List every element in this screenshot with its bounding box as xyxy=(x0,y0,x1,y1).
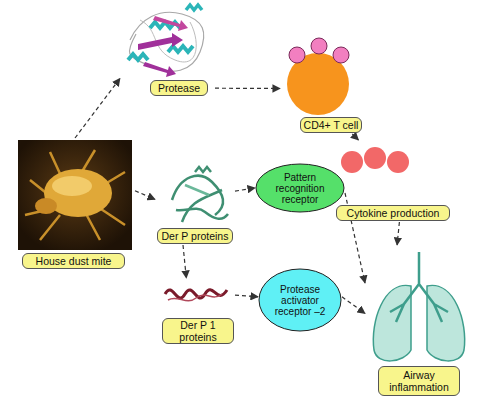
dashed-arrow xyxy=(235,188,255,191)
node-label: Der P 1 proteins xyxy=(165,319,231,343)
oval-shape xyxy=(256,164,344,212)
cell-receptor xyxy=(333,47,349,63)
protein-coil xyxy=(129,12,203,71)
node-label: House dust mite xyxy=(36,255,112,267)
der-p-structure xyxy=(172,167,228,222)
dashed-arrow xyxy=(215,88,280,90)
protease-structure xyxy=(128,5,204,77)
airway-tree xyxy=(390,252,448,322)
labelled-item: Airway inflammation xyxy=(365,245,472,397)
cytokine-dot xyxy=(387,151,409,173)
labelled-item: Protease xyxy=(120,0,215,98)
protein-helix xyxy=(195,167,211,172)
dashed-arrow xyxy=(235,295,258,297)
oval-text-box: Pattern recognition receptor xyxy=(255,163,345,213)
node-label: Cytokine production xyxy=(347,207,440,219)
mite-head xyxy=(35,198,57,214)
receptor-oval: Protease activator receptor –2 xyxy=(258,268,342,332)
node-label: CD4+ T cell xyxy=(304,119,359,131)
dashed-arrow xyxy=(352,134,358,140)
protein-helix xyxy=(168,46,193,52)
beta-strand xyxy=(143,62,176,77)
dashed-arrow xyxy=(397,222,399,245)
node-label: Airway inflammation xyxy=(381,369,457,393)
cytokine-dot xyxy=(364,147,386,169)
lungs-illustration xyxy=(373,252,464,361)
lung-lobe xyxy=(427,285,465,360)
beta-strand xyxy=(138,33,183,50)
label-pill: Cytokine production xyxy=(336,205,450,221)
oval-text-column: Pattern recognition receptor xyxy=(264,172,336,205)
label-pill: Airway inflammation xyxy=(378,366,460,396)
photo-background xyxy=(18,140,132,250)
receptor-oval: Pattern recognition receptor xyxy=(255,163,345,213)
mite-legs xyxy=(25,150,125,240)
mite-highlight xyxy=(52,176,92,196)
label-pill: House dust mite xyxy=(22,253,125,269)
dashed-arrow xyxy=(135,191,155,200)
oval-text-box: Protease activator receptor –2 xyxy=(258,268,342,332)
cell-receptor xyxy=(311,38,327,54)
protein-helix xyxy=(128,54,148,60)
cell-receptor xyxy=(289,47,305,63)
mite-photo xyxy=(18,140,132,250)
dashed-arrow xyxy=(75,78,120,138)
protein-ribbon xyxy=(176,209,228,219)
label-pill: Der P proteins xyxy=(157,228,233,244)
labelled-item: Der P 1 proteins xyxy=(160,278,235,335)
labelled-item: CD4+ T cell xyxy=(280,35,365,134)
node-label: Protease activator receptor –2 xyxy=(269,284,331,317)
dashed-arrow xyxy=(183,245,186,278)
labelled-item: House dust mite xyxy=(15,138,135,270)
protein-helix xyxy=(186,5,202,10)
node-label: Pattern recognition receptor xyxy=(264,172,336,205)
cytokine-dot xyxy=(341,151,363,173)
oval-shape xyxy=(259,269,341,331)
labelled-item: Der P proteins xyxy=(155,162,235,245)
dashed-arrow xyxy=(342,297,365,314)
der-p1-coil xyxy=(168,294,222,301)
node-label: Protease xyxy=(158,82,200,94)
node-label: Der P proteins xyxy=(162,230,229,242)
oval-text-column: Protease activator receptor –2 xyxy=(269,284,331,317)
label-pill: Der P 1 proteins xyxy=(162,318,234,344)
lung-lobe xyxy=(373,285,411,360)
beta-strand xyxy=(153,16,188,31)
label-pill: CD4+ T cell xyxy=(300,117,362,133)
labelled-item: Cytokine production xyxy=(335,140,452,222)
protein-strand xyxy=(185,185,209,195)
label-pill: Protease xyxy=(150,80,208,96)
